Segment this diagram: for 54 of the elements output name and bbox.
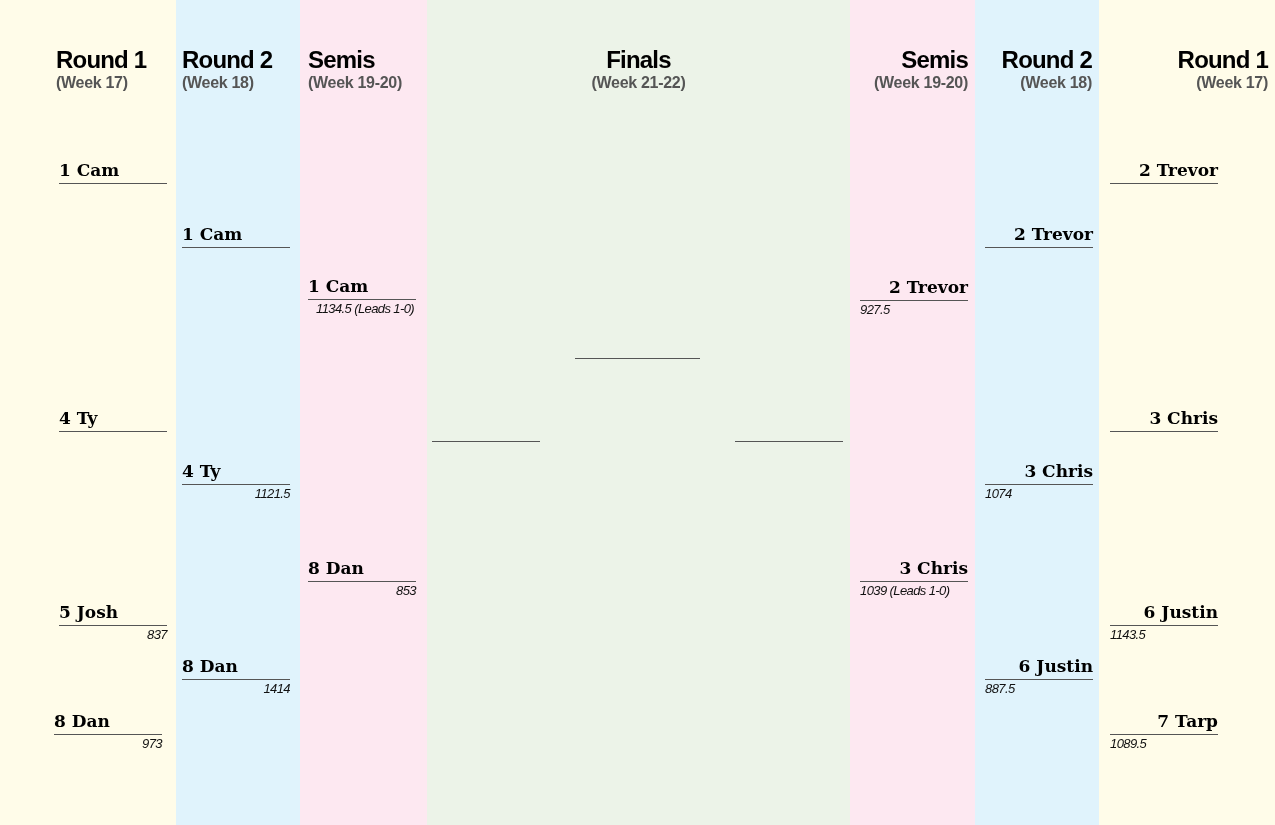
round-title: Semis [308,46,376,74]
round-title: Round 2 [182,46,274,74]
round-column [176,0,300,825]
round-dates: (Week 18) [182,74,255,92]
score-text: 1039 (Leads 1-0) [860,582,951,599]
round-title: Finals [605,46,672,74]
player-name: 1 Cam [182,223,290,248]
round-title: Round 2 [1000,46,1092,74]
empty-slot-line [735,441,843,442]
player-name: 6 Justin [985,655,1093,680]
score-text: 1414 [262,680,290,697]
round-dates: (Week 21-22) [590,74,687,92]
player-name: 3 Chris [985,460,1093,485]
round-column [427,0,850,825]
score-text: 1121.5 [253,485,290,502]
score-text: 973 [141,735,162,752]
score-text: 887.5 [985,680,1017,697]
score-text: 837 [146,626,167,643]
player-name: 8 Dan [308,557,416,582]
round-column [0,0,176,825]
player-name: 2 Trevor [860,276,968,301]
round-title: Semis [900,46,968,74]
score-text: 853 [395,582,416,599]
player-name: 2 Trevor [1110,159,1218,184]
round-dates: (Week 19-20) [308,74,403,92]
player-name: 3 Chris [1110,407,1218,432]
round-column [975,0,1099,825]
round-column [850,0,975,825]
score-text: 1074 [985,485,1013,502]
score-text: 1089.5 [1110,735,1148,752]
player-name: 1 Cam [308,275,416,300]
round-dates: (Week 19-20) [873,74,968,92]
round-title: Round 1 [56,46,148,74]
player-name: 1 Cam [59,159,167,184]
player-name: 4 Ty [59,407,167,432]
score-text: 1134.5 (Leads 1-0) [315,300,416,317]
player-name: 8 Dan [182,655,290,680]
empty-slot-line [432,441,540,442]
score-text: 927.5 [860,301,892,318]
round-title: Round 1 [1176,46,1268,74]
round-dates: (Week 17) [1195,74,1268,92]
player-name: 6 Justin [1110,601,1218,626]
player-name: 2 Trevor [985,223,1093,248]
empty-slot-line [575,358,700,359]
round-dates: (Week 17) [56,74,129,92]
player-name: 3 Chris [860,557,968,582]
round-dates: (Week 18) [1019,74,1092,92]
player-name: 4 Ty [182,460,290,485]
round-column [1099,0,1275,825]
score-text: 1143.5 [1110,626,1147,643]
player-name: 8 Dan [54,710,162,735]
player-name: 7 Tarp [1110,710,1218,735]
player-name: 5 Josh [59,601,167,626]
round-column [300,0,427,825]
